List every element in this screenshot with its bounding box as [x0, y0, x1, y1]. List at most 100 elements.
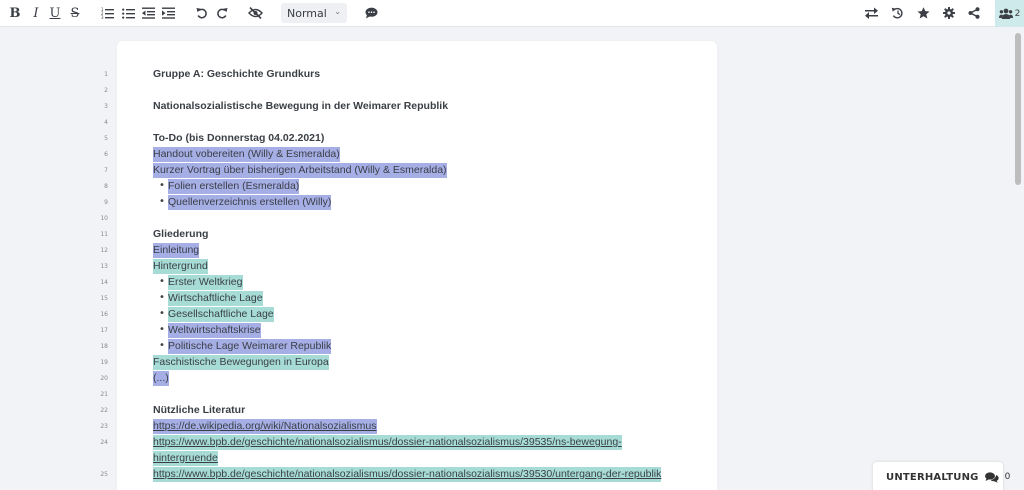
line-text: Politische Lage Weimarer Republik [168, 339, 332, 354]
scrollbar-thumb[interactable] [1015, 33, 1021, 185]
line-number: 5 [104, 135, 108, 142]
line-text: Einleitung [153, 243, 200, 258]
bullet-marker: • [159, 180, 165, 191]
share-icon [968, 7, 980, 19]
text-line: Quellenverzeichnis erstellen (Willy) [168, 194, 332, 210]
gear-icon [943, 7, 955, 19]
online-users-button[interactable]: 2 [995, 0, 1024, 27]
heading-line: Gruppe A: Geschichte Grundkurs [153, 66, 320, 82]
line-text: To-Do (bis Donnerstag 04.02.2021) [153, 132, 325, 144]
heading-line: Gliederung [153, 226, 208, 242]
line-text: Gesellschaftliche Lage [168, 307, 274, 322]
line-text: Erster Weltkrieg [168, 275, 243, 290]
strikethrough-button[interactable]: S [70, 5, 80, 21]
bullet-marker: • [159, 196, 165, 207]
line-text: (...) [153, 371, 169, 386]
line-number: 11 [100, 231, 108, 238]
italic-button[interactable]: I [33, 5, 39, 21]
link-line[interactable]: hintergruende [153, 450, 218, 466]
svg-text:3: 3 [101, 15, 104, 19]
heading-line: Nationalsozialistische Bewegung in der W… [153, 98, 448, 114]
conversation-label: UNTERHALTUNG [886, 471, 979, 483]
line-text: Kurzer Vortrag über bisherigen Arbeitsta… [153, 163, 447, 178]
indent-icon [161, 7, 175, 19]
line-text: Faschistische Bewegungen in Europa [153, 355, 329, 370]
outdent-button[interactable] [141, 4, 155, 22]
link-text[interactable]: https://www.bpb.de/geschichte/nationalso… [153, 435, 622, 450]
history-button[interactable] [890, 4, 904, 22]
redo-button[interactable] [215, 4, 229, 22]
line-number: 12 [100, 247, 108, 254]
comments-icon [984, 471, 999, 483]
line-number: 23 [100, 423, 108, 430]
history-icon [891, 7, 903, 19]
bullet-list-button[interactable] [121, 4, 135, 22]
ordered-list-icon: 123 [101, 7, 114, 19]
redo-icon [217, 8, 228, 19]
line-text: Weltwirtschaftskrise [168, 323, 261, 338]
svg-text:2: 2 [101, 11, 104, 16]
text-line: Politische Lage Weimarer Republik [168, 338, 332, 354]
bullet-marker: • [159, 340, 165, 351]
share-button[interactable] [967, 4, 981, 22]
settings-button[interactable] [942, 4, 956, 22]
link-line[interactable]: https://www.bpb.de/geschichte/nationalso… [153, 466, 662, 482]
line-number: 15 [100, 295, 108, 302]
link-text[interactable]: hintergruende [153, 451, 218, 466]
line-text: Quellenverzeichnis erstellen (Willy) [168, 195, 332, 210]
bullet-list-icon [121, 8, 135, 19]
star-icon [917, 7, 929, 19]
text-line: Faschistische Bewegungen in Europa [153, 354, 329, 370]
line-number: 24 [100, 439, 108, 446]
undo-button[interactable] [195, 4, 209, 22]
heading-line: To-Do (bis Donnerstag 04.02.2021) [153, 130, 324, 146]
underline-button[interactable]: U [49, 5, 61, 21]
line-number: 20 [100, 375, 108, 382]
bullet-marker: • [159, 308, 165, 319]
outdent-icon [141, 7, 155, 19]
bullet-marker: • [159, 292, 165, 303]
text-line: Gesellschaftliche Lage [168, 306, 274, 322]
link-line[interactable]: https://de.wikipedia.org/wiki/Nationalso… [153, 418, 377, 434]
heading-line: Nützliche Literatur [153, 402, 245, 418]
line-text: Nützliche Literatur [153, 404, 246, 416]
paragraph-style-select[interactable]: Normal ⌄ [281, 3, 347, 23]
conversation-count: 0 [1004, 472, 1011, 482]
line-text: Hintergrund [153, 259, 208, 274]
text-line: Erster Weltkrieg [168, 274, 243, 290]
line-text: Handout vobereiten (Willy & Esmeralda) [153, 147, 340, 162]
line-text: Folien erstellen (Esmeralda) [168, 179, 300, 194]
line-number: 18 [100, 343, 108, 350]
bullet-marker: • [159, 276, 165, 287]
text-line: Wirtschaftliche Lage [168, 290, 263, 306]
line-text: Nationalsozialistische Bewegung in der W… [153, 100, 449, 112]
line-number: 6 [104, 151, 108, 158]
line-number: 25 [100, 471, 108, 478]
line-number: 14 [100, 279, 108, 286]
link-text[interactable]: https://www.bpb.de/geschichte/nationalso… [153, 467, 662, 482]
text-line: (...) [153, 370, 169, 386]
indent-button[interactable] [161, 4, 175, 22]
favorite-button[interactable] [916, 4, 930, 22]
text-line: Einleitung [153, 242, 200, 258]
svg-text:1: 1 [101, 7, 104, 12]
text-line: Kurzer Vortrag über bisherigen Arbeitsta… [153, 162, 447, 178]
link-line[interactable]: https://www.bpb.de/geschichte/nationalso… [153, 434, 622, 450]
swap-button[interactable] [864, 4, 878, 22]
document-page[interactable] [117, 41, 717, 490]
line-number: 10 [100, 215, 108, 222]
comment-button[interactable] [364, 4, 378, 22]
conversation-button[interactable]: UNTERHALTUNG 0 [873, 462, 1010, 490]
line-number: 17 [100, 327, 108, 334]
line-number: 1 [104, 71, 108, 78]
hide-highlights-button[interactable] [248, 4, 263, 22]
exchange-icon [864, 7, 878, 19]
link-text[interactable]: https://de.wikipedia.org/wiki/Nationalso… [153, 419, 377, 434]
line-number: 16 [100, 311, 108, 318]
bold-button[interactable]: B [9, 5, 21, 21]
bullet-marker: • [159, 324, 165, 335]
eye-slash-icon [248, 7, 263, 19]
line-number: 8 [104, 183, 108, 190]
